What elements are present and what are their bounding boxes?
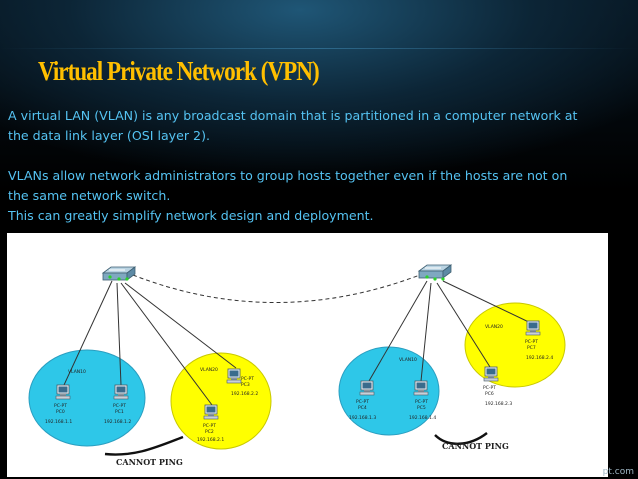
vlan20-label-left: VLAN20 (200, 367, 218, 373)
paragraph-line: the data link layer (OSI layer 2). (8, 128, 210, 143)
paragraph-line: A virtual LAN (VLAN) is any broadcast do… (8, 108, 578, 123)
pc-name: PC7 (527, 345, 536, 351)
vlan20-label-right: VLAN20 (485, 324, 503, 330)
link (442, 280, 536, 326)
cannot-ping-label: CANNOT PING (116, 457, 183, 467)
pc-icon (483, 366, 499, 382)
header-divider (0, 48, 638, 49)
pc-ip: 192.168.2.4 (526, 355, 553, 361)
link (116, 282, 122, 386)
pc-type: PC-PT (483, 385, 496, 391)
switch-icon (418, 264, 452, 279)
pc-name: PC5 (417, 405, 426, 411)
pc-icon (413, 380, 429, 396)
link (124, 282, 237, 369)
cannot-ping-arrow (104, 435, 184, 456)
pc-name: PC0 (56, 409, 65, 415)
pc-type: PC-PT (356, 399, 369, 405)
vlan20-zone-left (170, 352, 272, 450)
vlan-diagram-svg: VLAN10 VLAN20 PC-PT PC0 192.168.1.1 PC-P… (28, 264, 566, 467)
link (63, 280, 113, 386)
pc-ip: 192.168.1.4 (409, 415, 436, 421)
pc-type: PC-PT (241, 376, 254, 382)
pc-ip: 192.168.1.3 (349, 415, 376, 421)
port-led (125, 277, 129, 281)
pc-icon (203, 404, 219, 420)
pc-icon (226, 368, 242, 384)
pc-icon (525, 320, 541, 336)
vlan10-label-right: VLAN10 (399, 357, 417, 363)
port-led (117, 277, 121, 281)
port-led (441, 277, 445, 281)
cannot-ping-label: CANNOT PING (442, 441, 509, 451)
slide-body: A virtual LAN (VLAN) is any broadcast do… (8, 106, 628, 226)
pc-name: PC3 (241, 382, 250, 388)
vlan20-zone-right (464, 302, 566, 388)
pc-ip: 192.168.2.1 (197, 437, 224, 443)
pc-icon (113, 384, 129, 400)
pc-name: PC4 (358, 405, 367, 411)
trunk-link (132, 272, 426, 303)
paragraph-line: This can greatly simplify network design… (8, 208, 374, 223)
link (120, 282, 213, 406)
credit-text: pt.com (602, 467, 634, 477)
vlan10-label-left: VLAN10 (68, 369, 86, 375)
vlan10-zone-left (28, 349, 146, 447)
link (368, 280, 428, 382)
pc-icon (359, 380, 375, 396)
pc-type: PC-PT (54, 403, 67, 409)
slide-title: Virtual Private Network (VPN) (38, 56, 320, 86)
port-led (425, 275, 429, 279)
link (420, 282, 432, 382)
link (436, 282, 491, 368)
pc-name: PC6 (485, 391, 494, 397)
pc-name: PC2 (205, 429, 214, 435)
pc-type: PC-PT (525, 339, 538, 345)
pc-type: PC-PT (415, 399, 428, 405)
pc-type: PC-PT (113, 403, 126, 409)
pc-ip: 192.168.1.2 (104, 419, 131, 425)
pc-ip: 192.168.2.2 (231, 391, 258, 397)
vlan-diagram: VLAN10 VLAN20 PC-PT PC0 192.168.1.1 PC-P… (7, 233, 608, 477)
cannot-ping-arrow (434, 432, 488, 445)
pc-icon (55, 384, 71, 400)
pc-ip: 192.168.2.3 (485, 401, 512, 407)
pc-type: PC-PT (203, 423, 216, 429)
paragraph-line: VLANs allow network administrators to gr… (8, 168, 568, 183)
pc-ip: 192.168.1.1 (45, 419, 72, 425)
port-led (433, 277, 437, 281)
port-led (108, 275, 112, 279)
paragraph-line: the same network switch. (8, 188, 171, 203)
pc-name: PC1 (115, 409, 124, 415)
